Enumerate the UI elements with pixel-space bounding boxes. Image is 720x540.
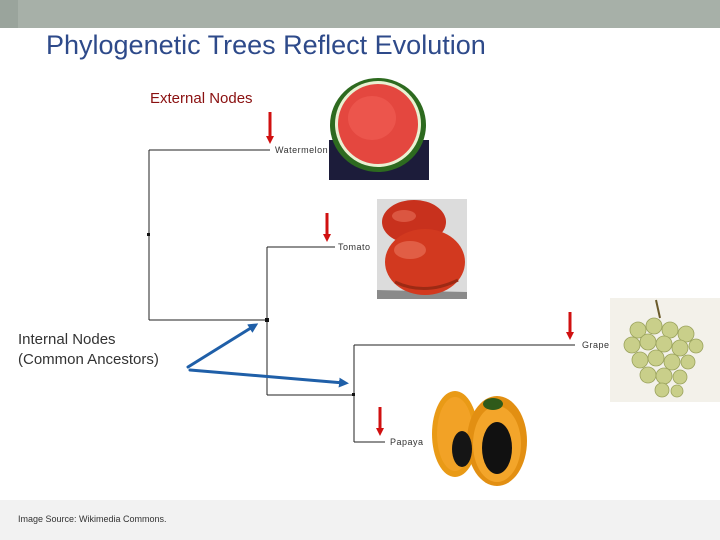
top-bar xyxy=(0,0,720,28)
internal-nodes-label: Internal Nodes (Common Ancestors) xyxy=(18,330,159,370)
slide-title: Phylogenetic Trees Reflect Evolution xyxy=(46,30,486,60)
internal-nodes-label-line1: Internal Nodes xyxy=(18,331,116,348)
taxon-label-tomato: Tomato xyxy=(338,242,371,252)
node-dot-ancestor-1 xyxy=(265,318,269,322)
taxon-label-watermelon: Watermelon xyxy=(275,145,329,155)
external-nodes-label: External Nodes xyxy=(150,90,253,107)
image-source-credit: Image Source: Wikimedia Commons. xyxy=(18,514,167,524)
grape-photo xyxy=(610,298,720,402)
taxon-label-grape: Grape xyxy=(582,340,610,350)
footer-bar xyxy=(0,500,720,540)
blue-arrow-icon xyxy=(188,368,349,388)
papaya-photo xyxy=(430,389,528,489)
taxon-label-papaya: Papaya xyxy=(390,437,424,447)
tomato-photo xyxy=(377,199,467,299)
node-dot-root xyxy=(147,233,150,236)
top-bar-accent xyxy=(18,0,720,28)
blue-arrow-icon xyxy=(186,323,259,369)
node-dot-ancestor-2 xyxy=(352,393,355,396)
internal-nodes-label-line2: (Common Ancestors) xyxy=(18,351,159,368)
watermelon-photo xyxy=(329,78,429,180)
